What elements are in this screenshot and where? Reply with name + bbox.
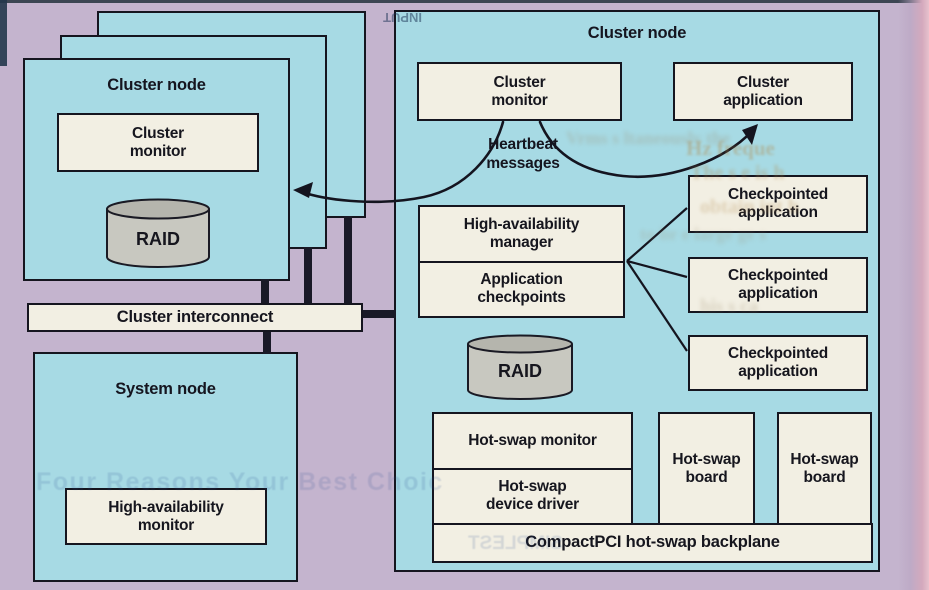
ha-manager-checkpoints-box: High-availability manager Application ch… <box>418 205 625 318</box>
cluster-node-stack-title: Cluster node <box>107 76 206 94</box>
heartbeat-messages-label: Heartbeat messages <box>486 136 560 172</box>
bus-link-right-node <box>361 310 396 318</box>
cluster-application-box: Cluster application <box>673 62 853 121</box>
system-node-title: System node <box>115 380 216 398</box>
high-availability-manager-cell: High-availability manager <box>420 207 623 263</box>
page-top-edge-line <box>0 0 929 3</box>
hot-swap-board-box-2: Hot-swap board <box>777 412 872 525</box>
checkpointed-application-box-1: Checkpointed application <box>688 175 868 233</box>
page-topleft-edge <box>0 0 7 66</box>
cluster-node-right-title: Cluster node <box>587 24 687 42</box>
hot-swap-device-driver-cell: Hot-swap device driver <box>485 478 580 514</box>
cluster-interconnect-bar: Cluster interconnect <box>27 303 363 332</box>
compactpci-backplane-bar: CompactPCI hot-swap backplane <box>432 523 873 563</box>
hot-swap-monitor-cell: Hot-swap monitor <box>434 414 631 470</box>
application-checkpoints-cell: Application checkpoints <box>477 271 566 307</box>
hot-swap-stack: Hot-swap monitor Hot-swap device driver <box>432 412 633 525</box>
cluster-monitor-right-box: Cluster monitor <box>417 62 622 121</box>
bus-link-back-node <box>344 216 352 305</box>
cluster-monitor-left-box: Cluster monitor <box>57 113 259 172</box>
bus-link-middle-node <box>304 247 312 305</box>
checkpointed-application-box-3: Checkpointed application <box>688 335 868 391</box>
high-availability-monitor-box: High-availability monitor <box>65 488 267 545</box>
bus-link-system-node <box>263 330 271 354</box>
bus-link-front-node <box>261 279 269 305</box>
checkpointed-application-box-2: Checkpointed application <box>688 257 868 313</box>
page-right-edge-gradient <box>898 0 929 590</box>
hot-swap-board-box-1: Hot-swap board <box>658 412 755 525</box>
